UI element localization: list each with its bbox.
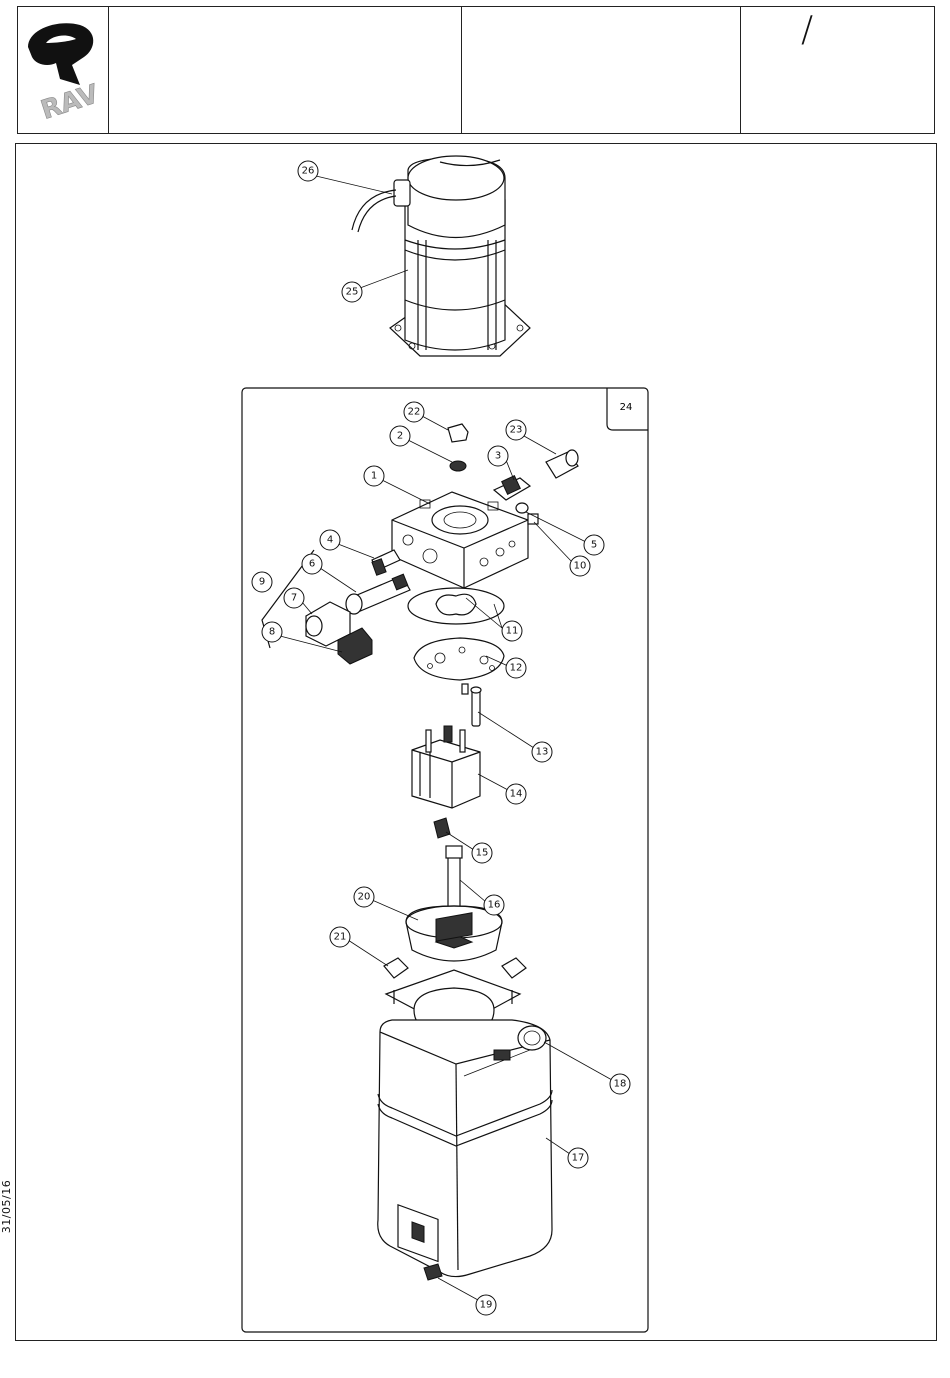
svg-text:23: 23 <box>510 425 523 436</box>
svg-text:4: 4 <box>327 535 333 546</box>
electric-motor <box>390 156 530 356</box>
callout-25[interactable]: 25 <box>342 270 408 302</box>
svg-text:15: 15 <box>476 848 489 859</box>
callout-23[interactable]: 23 <box>506 420 556 454</box>
manifold-block <box>392 492 528 588</box>
callout-21[interactable]: 21 <box>330 927 388 966</box>
callout-19[interactable]: 19 <box>438 1278 496 1315</box>
svg-text:25: 25 <box>346 287 359 298</box>
svg-text:26: 26 <box>302 166 315 177</box>
svg-text:9: 9 <box>259 577 265 588</box>
svg-text:6: 6 <box>309 559 315 570</box>
callout-6[interactable]: 6 <box>302 554 356 592</box>
revision-date: 31/05/16 <box>0 1180 13 1233</box>
pressure-valve <box>494 476 530 500</box>
callout-18[interactable]: 18 <box>544 1042 630 1094</box>
svg-text:11: 11 <box>506 626 519 637</box>
svg-text:16: 16 <box>488 900 501 911</box>
svg-text:17: 17 <box>572 1153 585 1164</box>
svg-text:12: 12 <box>510 663 523 674</box>
valve-cover <box>546 450 578 478</box>
svg-text:8: 8 <box>269 627 275 638</box>
plug-5 <box>516 503 528 513</box>
svg-text:2: 2 <box>397 431 403 442</box>
callout-3[interactable]: 3 <box>488 446 514 480</box>
oil-tank <box>378 1020 552 1277</box>
svg-text:20: 20 <box>358 892 371 903</box>
svg-text:5: 5 <box>591 540 597 551</box>
callout-22[interactable]: 22 <box>404 402 448 430</box>
check-valve <box>372 550 400 575</box>
callout-2[interactable]: 2 <box>390 426 452 462</box>
svg-text:3: 3 <box>495 451 501 462</box>
callout-7[interactable]: 7 <box>284 588 312 614</box>
intermediate-plate <box>414 638 504 680</box>
svg-text:13: 13 <box>536 747 549 758</box>
fixing-screws <box>462 684 481 726</box>
filler-cap <box>448 424 468 442</box>
callout-11[interactable]: 11 <box>466 598 522 641</box>
svg-text:21: 21 <box>334 932 347 943</box>
callout-4[interactable]: 4 <box>320 530 374 558</box>
solenoid-valve <box>346 574 410 614</box>
svg-text:22: 22 <box>408 407 421 418</box>
callout-1[interactable]: 1 <box>364 466 430 504</box>
svg-text:18: 18 <box>614 1079 627 1090</box>
suction-fitting <box>434 818 450 838</box>
seal-washer <box>450 461 466 471</box>
gasket-rings <box>408 588 504 624</box>
callout-17[interactable]: 17 <box>546 1138 588 1168</box>
svg-text:14: 14 <box>510 789 523 800</box>
group-box-label: 24 <box>620 402 633 413</box>
svg-text:1: 1 <box>371 471 377 482</box>
callout-9[interactable]: 9 <box>252 572 272 592</box>
svg-text:10: 10 <box>574 561 587 572</box>
callout-26[interactable]: 26 <box>298 161 392 194</box>
gear-pump <box>412 726 480 808</box>
svg-text:19: 19 <box>480 1300 493 1311</box>
callout-14[interactable]: 14 <box>478 774 526 804</box>
drain-plug <box>424 1264 442 1280</box>
callout-13[interactable]: 13 <box>478 712 552 762</box>
power-cable <box>352 190 396 232</box>
svg-text:7: 7 <box>291 593 297 604</box>
